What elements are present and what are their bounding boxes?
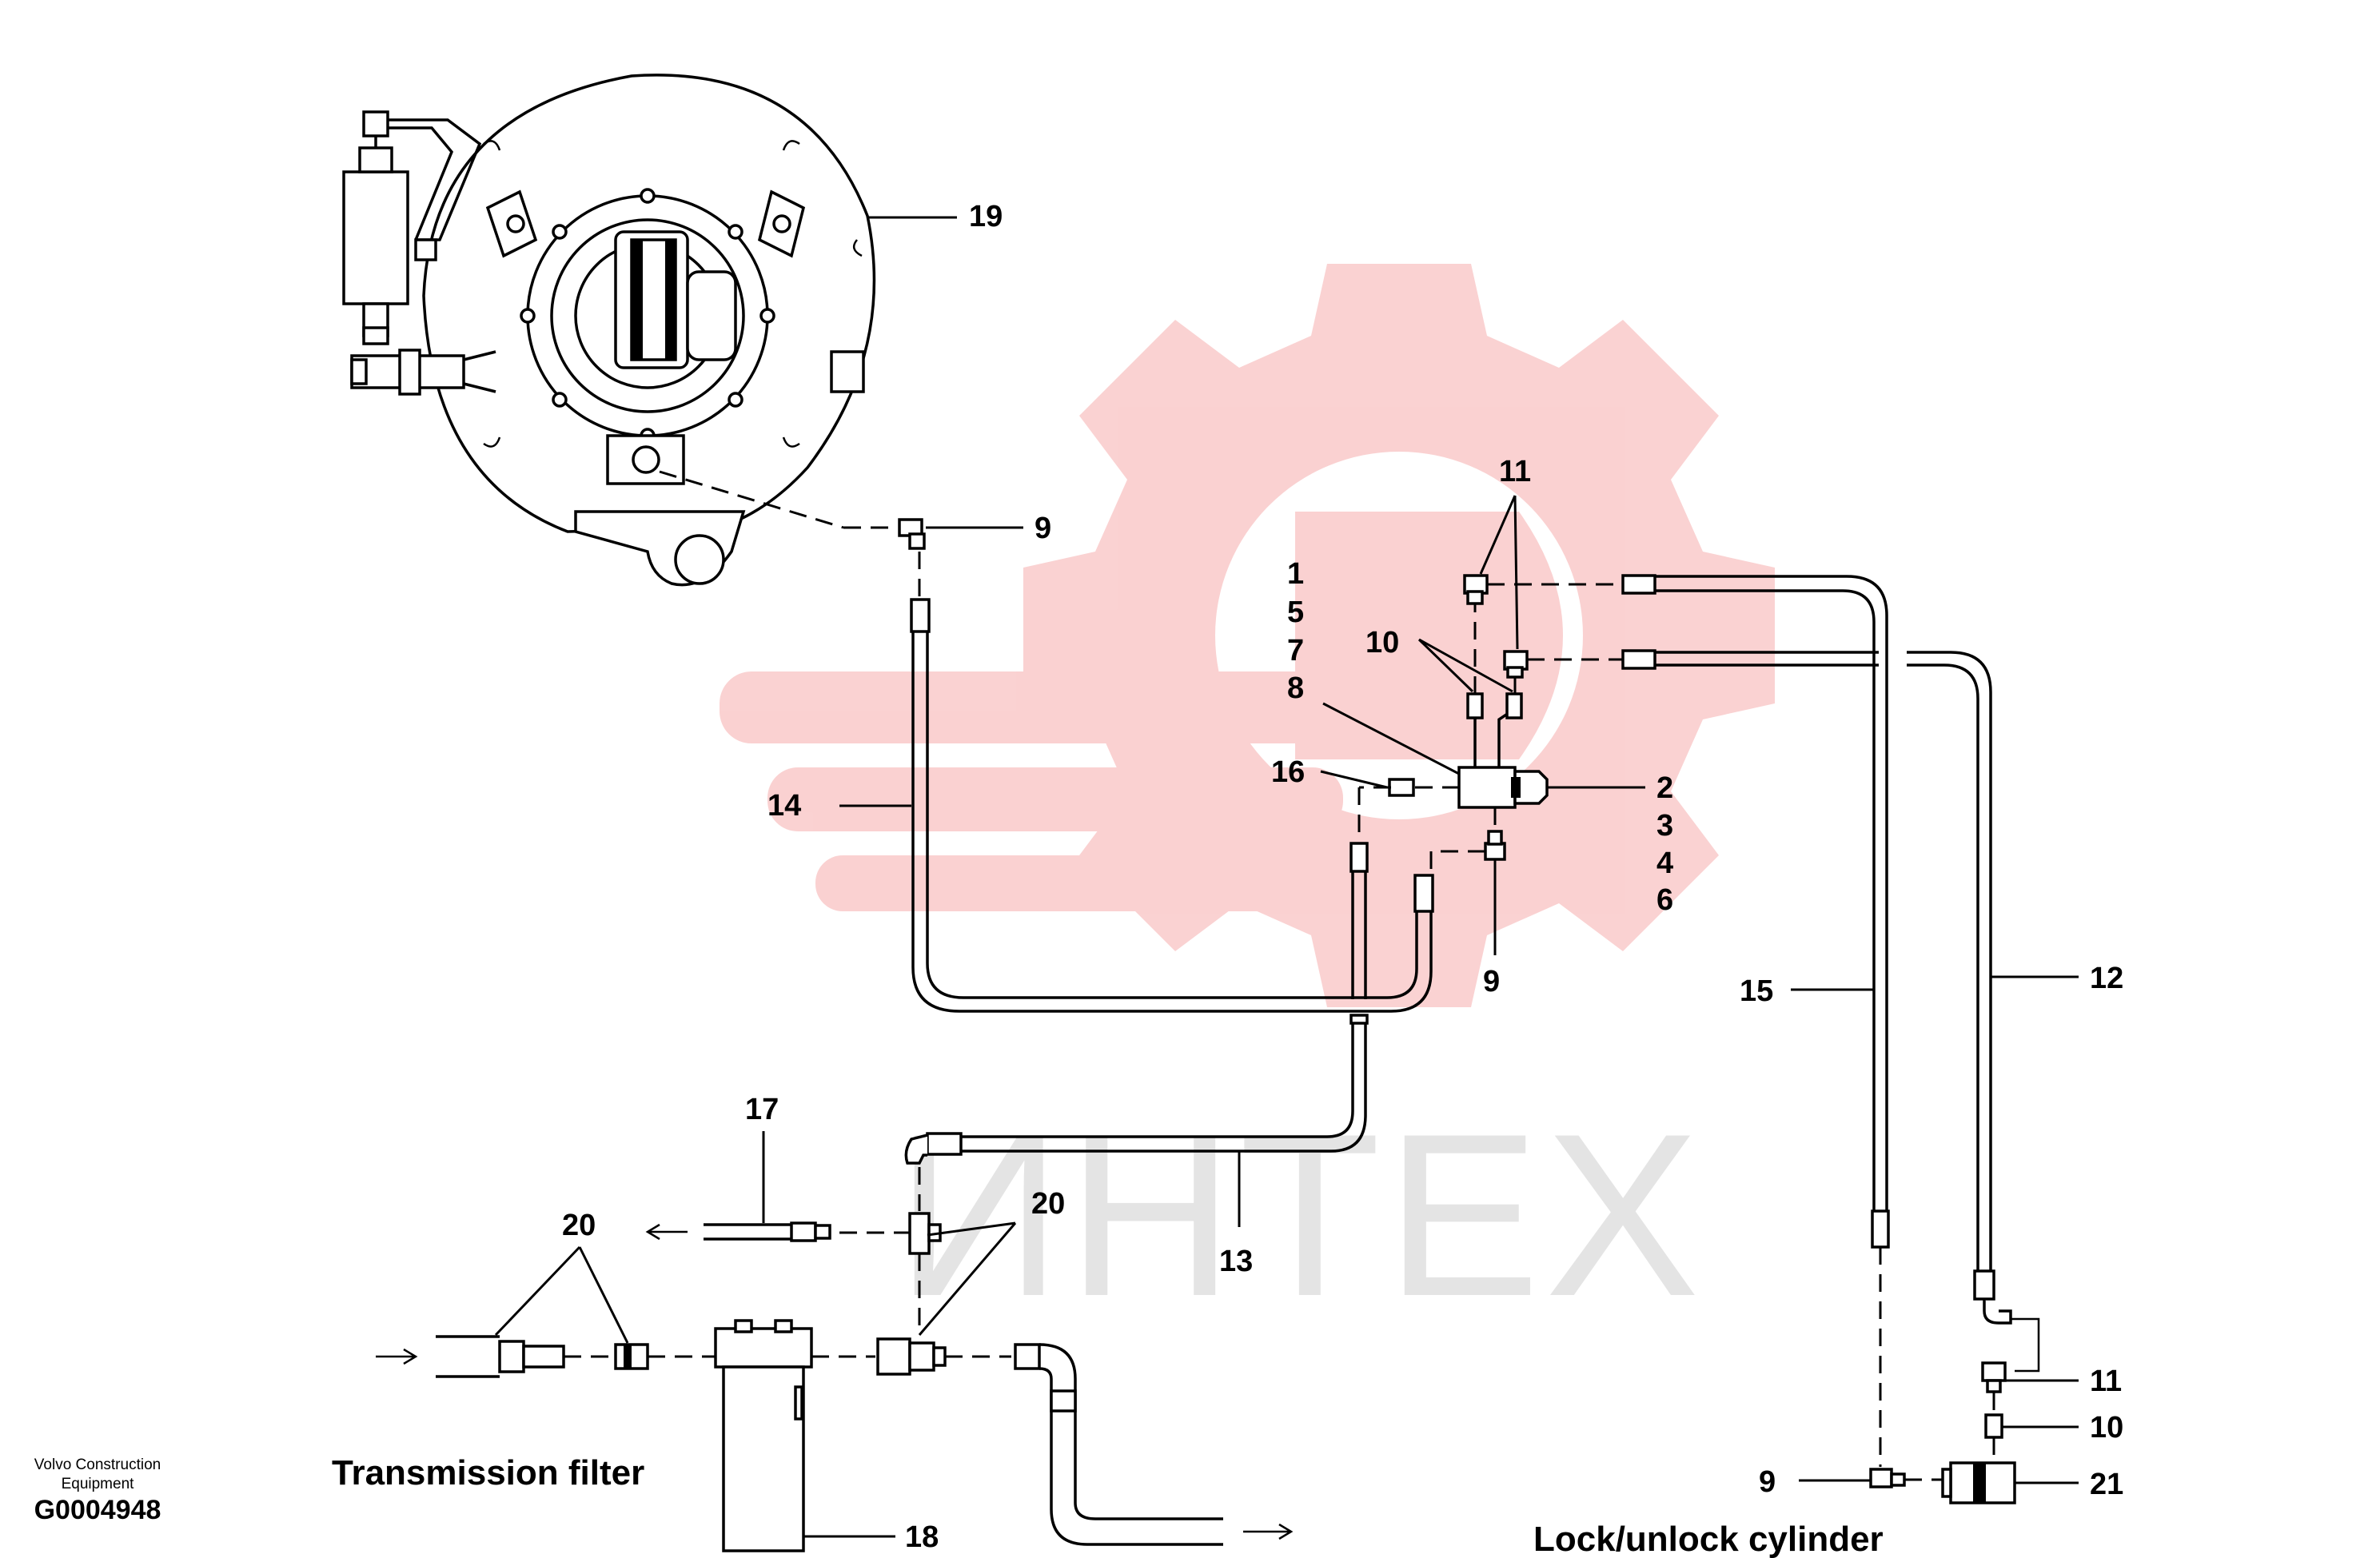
callout-19: 19 xyxy=(969,200,1003,233)
hose-17 xyxy=(704,1221,831,1242)
callout-1: 1 xyxy=(1287,557,1304,591)
watermark-text: ИНТЕХ xyxy=(895,1086,1704,1345)
arrow-outlet xyxy=(1243,1523,1294,1540)
callout-8: 8 xyxy=(1287,671,1304,705)
cylinder-21 xyxy=(1941,1461,2016,1504)
pipe-12 xyxy=(1621,649,2012,1325)
fittings-11-top xyxy=(1463,574,1529,679)
callout-18: 18 xyxy=(905,1520,939,1554)
pipe-15 xyxy=(1621,574,1890,1249)
callout-11-top: 11 xyxy=(1499,455,1531,488)
callout-12: 12 xyxy=(2090,962,2123,995)
publisher-line-2: Equipment xyxy=(62,1476,135,1492)
pipe-14 xyxy=(910,598,1434,1013)
pipe-short-16 xyxy=(1349,842,1369,999)
callout-2: 2 xyxy=(1656,771,1673,805)
callout-9-bottom: 9 xyxy=(1759,1465,1776,1499)
outlet-hose xyxy=(1014,1343,1223,1546)
caption-transmission-filter: Transmission filter xyxy=(332,1453,644,1492)
callout-4: 4 xyxy=(1656,847,1673,880)
callout-11-bottom: 11 xyxy=(2090,1365,2122,1398)
elbow-fitting-9-mid xyxy=(1484,830,1506,861)
callout-10-top: 10 xyxy=(1365,626,1399,659)
fitting-11-bottom xyxy=(1981,1361,2007,1393)
drive-housing-part-19 xyxy=(342,74,876,587)
callout-15: 15 xyxy=(1740,974,1773,1008)
elbow-fitting-9-bottom xyxy=(1869,1468,1906,1488)
dash-housing-to-9 xyxy=(659,470,844,529)
fitting-20-left xyxy=(614,1343,649,1370)
fittings-10-top xyxy=(1466,692,1523,719)
callout-20-left: 20 xyxy=(562,1209,596,1242)
fitting-10-bottom xyxy=(1984,1413,2003,1439)
arrow-inlet xyxy=(376,1348,418,1365)
elbow-fitting-9-top xyxy=(898,518,926,550)
publisher-line-1: Volvo Construction xyxy=(34,1456,161,1473)
callout-14: 14 xyxy=(767,789,801,823)
watermark-gear-logo xyxy=(720,264,1775,1007)
inlet-hose xyxy=(436,1335,565,1378)
callout-17: 17 xyxy=(745,1093,779,1126)
callout-3: 3 xyxy=(1656,809,1673,843)
callout-16: 16 xyxy=(1271,755,1305,789)
callout-5: 5 xyxy=(1287,596,1304,629)
callout-7: 7 xyxy=(1287,634,1304,667)
callout-9-mid: 9 xyxy=(1483,965,1500,998)
drawing-code: G0004948 xyxy=(34,1495,161,1525)
fitting-16 xyxy=(1388,778,1415,797)
callout-10-bottom: 10 xyxy=(2090,1411,2123,1444)
arrow-17-out xyxy=(645,1223,688,1241)
callout-21: 21 xyxy=(2090,1468,2123,1501)
pipe-13 xyxy=(904,1014,1369,1165)
callout-20-right: 20 xyxy=(1031,1187,1065,1221)
outlet-fitting-20 xyxy=(876,1337,947,1376)
filter-18 xyxy=(714,1319,813,1552)
callout-6: 6 xyxy=(1656,883,1673,917)
callout-13: 13 xyxy=(1219,1245,1253,1278)
caption-lock-unlock-cylinder: Lock/unlock cylinder xyxy=(1533,1520,1884,1558)
callout-9-top: 9 xyxy=(1035,512,1051,545)
